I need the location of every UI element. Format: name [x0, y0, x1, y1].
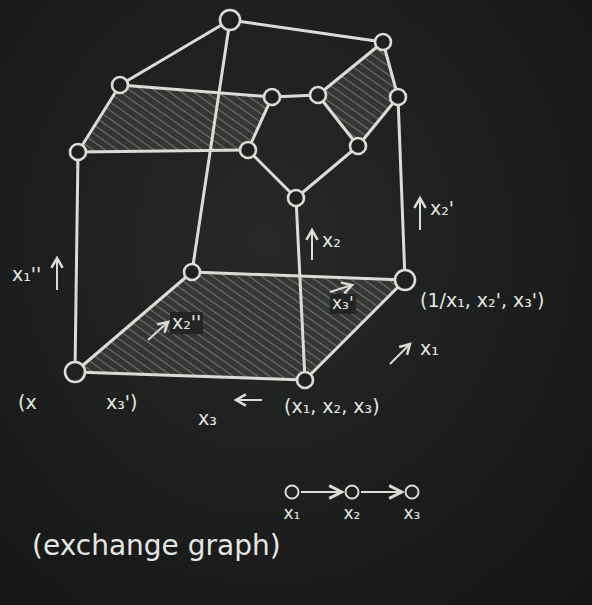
vertex-circle: [284, 484, 300, 500]
hatched-face: [75, 272, 405, 380]
vertex-circle: [404, 484, 420, 500]
graph-vertex: [220, 10, 240, 30]
quiver-arrow: [301, 491, 342, 493]
vertex-outline: [285, 486, 298, 499]
vertex-circle: [344, 484, 360, 500]
graph-vertex: [297, 372, 313, 388]
polytope-edge: [305, 280, 405, 380]
vertex-label: x₁: [284, 503, 301, 523]
graph-vertex: [375, 34, 391, 50]
polytope-edge: [78, 150, 248, 152]
mutation-arrow: [236, 399, 262, 401]
polytope-edge: [75, 372, 305, 380]
variable-label: (x: [16, 392, 39, 414]
variable-label: x₁: [418, 338, 441, 360]
vertex-label: x₃: [404, 503, 421, 523]
mutation-arrow: [148, 322, 168, 340]
graph-vertex: [112, 77, 128, 93]
caption-note: (exchange graph): [30, 530, 283, 562]
polytope-edge: [75, 152, 78, 372]
variable-label: x₃: [196, 408, 219, 430]
variable-label: x₂': [428, 198, 456, 220]
quiver-arrow: [361, 491, 402, 493]
graph-vertex: [184, 264, 200, 280]
polytope-edge: [192, 272, 405, 280]
polytope-edge: [120, 20, 230, 85]
vertex-label: x₂: [344, 503, 361, 523]
graph-vertex: [240, 142, 256, 158]
variable-label: x₁'': [10, 264, 43, 286]
mutation-arrow: [390, 344, 410, 364]
polytope-edge: [230, 20, 383, 42]
polytope-edge: [78, 85, 120, 152]
graph-vertex: [264, 89, 280, 105]
hatched-face: [78, 85, 272, 152]
mutation-arrow: [56, 258, 58, 290]
polytope-edge: [296, 198, 305, 380]
variable-label: (x₁, x₂, x₃): [282, 396, 382, 418]
polytope-edge: [318, 95, 358, 146]
graph-vertex: [70, 144, 86, 160]
variable-label: x₂: [320, 230, 343, 252]
mutation-arrow: [311, 230, 313, 260]
graph-vertex: [350, 138, 366, 154]
polytope-edge: [318, 42, 383, 95]
graph-vertex: [65, 362, 85, 382]
graph-vertex: [395, 270, 415, 290]
vertex-outline: [405, 486, 418, 499]
polytope-edge: [296, 146, 358, 198]
quiver-vertex: x₂: [344, 484, 361, 523]
variable-label: (1/x₁, x₂', x₃'): [418, 290, 547, 312]
graph-vertex: [288, 190, 304, 206]
polytope-edge: [398, 97, 405, 280]
variable-label: x₃'): [104, 392, 140, 414]
vertex-outline: [345, 486, 358, 499]
quiver-vertex: x₁: [284, 484, 301, 523]
mutation-arrow: [419, 198, 421, 230]
quiver-vertex: x₃: [404, 484, 421, 523]
polytope-edge: [120, 85, 272, 97]
mutation-arrow: [330, 285, 352, 292]
polytope-edge: [248, 150, 296, 198]
variable-label: x₂'': [170, 312, 203, 334]
polytope-edge: [358, 97, 398, 146]
variable-label: x₃': [330, 294, 356, 314]
graph-vertex: [390, 89, 406, 105]
hatched-face: [318, 42, 398, 146]
polytope-edge: [192, 20, 230, 272]
graph-vertex: [310, 87, 326, 103]
